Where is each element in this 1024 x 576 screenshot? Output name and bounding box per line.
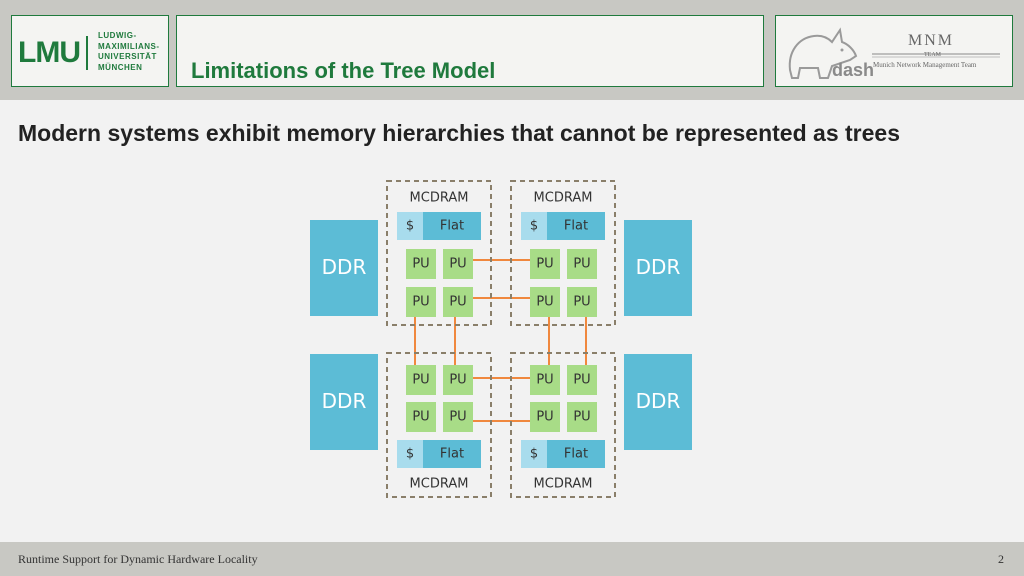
pu-box	[406, 287, 436, 317]
lmu-logo-word: LMU	[18, 36, 81, 69]
pu-label: PU	[449, 410, 466, 425]
mnm-logo-lines	[872, 53, 1000, 58]
pu-label: PU	[536, 410, 553, 425]
flat-box	[547, 212, 605, 240]
pu-label: PU	[536, 257, 553, 272]
mnm-logo-text: MNM	[908, 32, 955, 49]
pu-box	[567, 402, 597, 432]
mcdram-label: MCDRAM	[534, 191, 593, 206]
lmu-logo: LMU LUDWIG- MAXIMILIANS- UNIVERSITÄT MÜN…	[11, 15, 169, 87]
mcdram-label: MCDRAM	[534, 477, 593, 492]
pu-box	[443, 249, 473, 279]
pu-label: PU	[412, 295, 429, 310]
ddr-label: DDR	[322, 389, 367, 413]
pu-box	[530, 287, 560, 317]
pu-label: PU	[449, 257, 466, 272]
mnm-subtitle: Munich Network Management Team	[873, 61, 977, 69]
pu-label: PU	[536, 295, 553, 310]
pu-box	[567, 287, 597, 317]
footer-bar: Runtime Support for Dynamic Hardware Loc…	[0, 542, 1024, 576]
pu-box	[443, 402, 473, 432]
flat-box	[547, 440, 605, 468]
pu-label: PU	[536, 373, 553, 388]
ddr-label: DDR	[636, 255, 681, 279]
lmu-logo-text: LUDWIG- MAXIMILIANS- UNIVERSITÄT MÜNCHEN	[98, 31, 160, 72]
title-box: Limitations of the Tree Model	[176, 15, 764, 87]
flat-label: Flat	[440, 219, 464, 234]
ddr-box	[310, 354, 378, 450]
pu-box	[406, 249, 436, 279]
pu-box	[530, 365, 560, 395]
cache-box	[521, 440, 547, 468]
ddr-box	[310, 220, 378, 316]
flat-box	[423, 212, 481, 240]
pu-label: PU	[412, 257, 429, 272]
pu-box	[567, 249, 597, 279]
dash-logo-text: dash	[832, 60, 875, 80]
mcdram-group-top-right	[510, 180, 616, 326]
cache-label: $	[406, 219, 414, 234]
flat-label: Flat	[564, 219, 588, 234]
lmu-logo-divider	[86, 36, 88, 70]
rhino-icon	[788, 27, 858, 79]
pu-box	[530, 249, 560, 279]
ddr-box	[624, 354, 692, 450]
pu-label: PU	[573, 257, 590, 272]
mcdram-label: MCDRAM	[410, 191, 469, 206]
pu-label: PU	[412, 410, 429, 425]
pu-label: PU	[573, 410, 590, 425]
pu-label: PU	[573, 295, 590, 310]
slide-heading: Modern systems exhibit memory hierarchie…	[18, 120, 900, 146]
cache-label: $	[530, 447, 538, 462]
ddr-label: DDR	[322, 255, 367, 279]
pu-box	[443, 365, 473, 395]
mcdram-group-bottom-left	[386, 352, 492, 498]
pu-box	[406, 402, 436, 432]
pu-box	[406, 365, 436, 395]
cache-box	[397, 440, 423, 468]
cache-box	[397, 212, 423, 240]
cache-label: $	[406, 447, 414, 462]
pu-label: PU	[449, 373, 466, 388]
page-number: 2	[998, 552, 1004, 566]
slide-title: Limitations of the Tree Model	[191, 58, 496, 83]
mnm-team-text: TEAM	[924, 52, 941, 58]
footer-title: Runtime Support for Dynamic Hardware Loc…	[18, 552, 258, 566]
pu-label: PU	[449, 295, 466, 310]
cache-label: $	[530, 219, 538, 234]
mcdram-group-bottom-right	[510, 352, 616, 498]
pu-label: PU	[412, 373, 429, 388]
flat-label: Flat	[440, 447, 464, 462]
flat-box	[423, 440, 481, 468]
pu-box	[443, 287, 473, 317]
mcdram-label: MCDRAM	[410, 477, 469, 492]
pu-label: PU	[573, 373, 590, 388]
ddr-box	[624, 220, 692, 316]
cache-box	[521, 212, 547, 240]
partner-logos: dash MNM TEAM Munich Network Management …	[775, 15, 1013, 87]
flat-label: Flat	[564, 447, 588, 462]
header-bar: LMU LUDWIG- MAXIMILIANS- UNIVERSITÄT MÜN…	[0, 0, 1024, 100]
pu-box	[530, 402, 560, 432]
pu-box	[567, 365, 597, 395]
mcdram-group-top-left	[386, 180, 492, 326]
ddr-label: DDR	[636, 389, 681, 413]
